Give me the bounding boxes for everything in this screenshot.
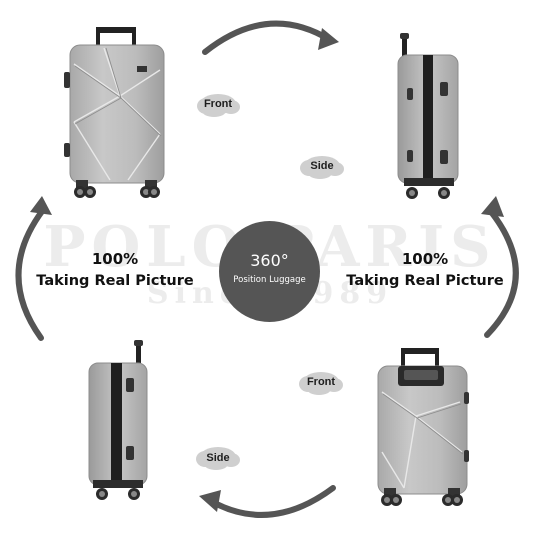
cloud-side-top [300,156,344,179]
tag-side-top: Side [310,160,334,172]
tag-front-bottom: Front [306,376,336,388]
center-caption: Position Luggage [233,275,306,285]
claim-right-text: Taking Real Picture [346,273,504,289]
claim-left-text: Taking Real Picture [36,273,194,289]
arrow-left [15,207,46,341]
arrow-top [202,20,333,55]
arrow-left-head [30,196,52,215]
arrow-right [484,210,519,338]
suitcase-back-bottom [377,348,469,506]
claim-left: 100% Taking Real Picture [30,248,200,292]
arrow-bottom [206,485,336,518]
claim-right: 100% Taking Real Picture [340,248,510,292]
arrow-top-head [318,28,339,50]
suitcase-front-top [64,27,165,198]
cloud-front-bottom [299,372,343,395]
arrow-bottom-head [199,490,221,512]
center-degree: 360° [250,251,289,270]
cloud-side-bottom [196,447,240,470]
arrow-right-head [481,196,504,217]
suitcase-side-bottom [88,340,148,500]
tag-side-bottom: Side [206,452,230,464]
tag-front-top: Front [203,98,233,110]
claim-right-percent: 100% [401,250,449,268]
suitcase-side-top [397,33,459,199]
cloud-front-top [197,94,240,117]
center-badge: 360° Position Luggage [219,221,320,322]
claim-left-percent: 100% [91,250,139,268]
